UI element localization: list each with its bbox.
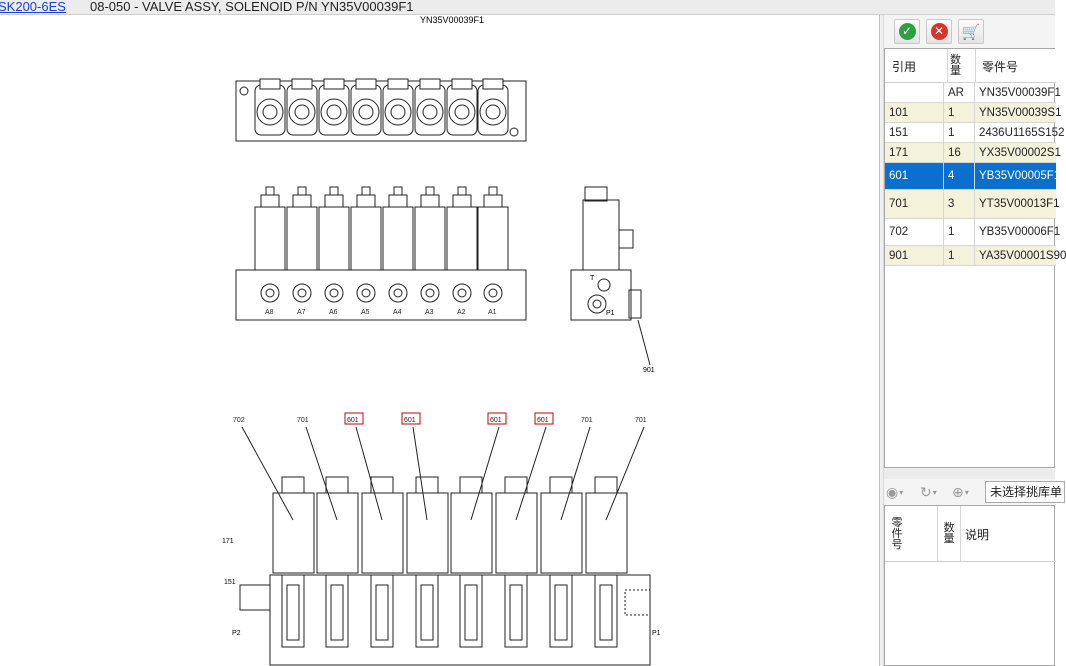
parts-toolbar: ✓ ✕ 🛒 — [884, 15, 1055, 48]
cell-part-no: YN35V00039F1 — [975, 83, 1061, 103]
cell-qty: 1 — [944, 246, 975, 266]
model-link[interactable]: SK200-6ES — [0, 0, 66, 14]
cell-ref: 151 — [885, 123, 944, 143]
close-icon: ✕ — [930, 23, 948, 40]
callout-601: 601 — [347, 417, 359, 424]
pick-list-table[interactable]: 零件号 数量 说明 — [884, 505, 1056, 666]
cell-ref: 701 — [885, 190, 944, 219]
section-view — [239, 426, 651, 666]
cell-qty: 1 — [944, 103, 975, 123]
cell-ref: 702 — [885, 219, 944, 246]
pick-list-header: 零件号 数量 说明 — [885, 506, 1056, 562]
confirm-button[interactable]: ✓ — [894, 19, 920, 44]
check-icon: ✓ — [898, 23, 916, 40]
callout-702: 702 — [233, 417, 245, 424]
callout-601: 601 — [537, 417, 549, 424]
cell-part-no: YB35V00005F1 — [975, 163, 1060, 190]
cell-ref: 171 — [885, 143, 944, 163]
divider — [947, 49, 948, 83]
callout-701: 701 — [581, 417, 593, 424]
page-title: 08-050 - VALVE ASSY, SOLENOID P/N YN35V0… — [90, 0, 414, 14]
callout-901: 901 — [643, 367, 655, 374]
cell-part-no: 2436U1165S152 — [975, 123, 1064, 143]
cell-qty: 16 — [944, 143, 975, 163]
cell-part-no: YT35V00013F1 — [975, 190, 1060, 219]
cell-part-no: YB35V00006F1 — [975, 219, 1060, 246]
add-icon[interactable]: ⊕▾ — [952, 483, 969, 500]
title-bar: SK200-6ES 08-050 - VALVE ASSY, SOLENOID … — [0, 0, 1055, 15]
callout-highlight — [487, 412, 507, 425]
cell-qty: 4 — [944, 163, 975, 190]
pane-splitter[interactable] — [879, 15, 884, 666]
callout-701: 701 — [635, 417, 647, 424]
port-label: A7 — [297, 309, 306, 316]
divider — [937, 506, 938, 562]
column-pick-part-no[interactable]: 零件号 — [891, 516, 903, 551]
cell-qty: 3 — [944, 190, 975, 219]
port-label: A5 — [361, 309, 370, 316]
cell-ref: 101 — [885, 103, 944, 123]
callout-highlight — [401, 412, 421, 425]
side-label-p1: P1 — [606, 310, 615, 317]
cell-ref: 601 — [885, 163, 944, 190]
port-label: A1 — [488, 309, 497, 316]
cell-qty: 1 — [944, 219, 975, 246]
column-part-no[interactable]: 零件号 — [982, 59, 1019, 74]
divider — [975, 49, 976, 83]
top-plate-view — [235, 78, 527, 142]
cell-ref: 901 — [885, 246, 944, 266]
cell-ref — [885, 83, 944, 103]
cart-icon: 🛒 — [961, 23, 981, 41]
section-label-p1: P1 — [652, 630, 661, 637]
port-label: A2 — [457, 309, 466, 316]
cell-qty: AR — [944, 83, 975, 103]
pick-toolbar: ◉▾ ↻▾ ⊕▾ 未选择挑库单 — [884, 479, 1065, 505]
divider — [960, 506, 961, 562]
cart-button[interactable]: 🛒 — [958, 19, 984, 44]
pick-list-select[interactable]: 未选择挑库单 — [985, 481, 1065, 503]
column-pick-qty[interactable]: 数量 — [943, 522, 955, 545]
cell-part-no: YN35V00039S1 — [975, 103, 1061, 123]
coins-icon[interactable]: ◉▾ — [886, 483, 904, 500]
parts-table-header: 引用 数量 零件号 — [885, 49, 1056, 83]
callout-701: 701 — [297, 417, 309, 424]
refresh-icon[interactable]: ↻▾ — [920, 483, 937, 500]
front-view: A8 A7 A6 A5 A4 A3 A2 A1 — [235, 186, 527, 321]
callout-601: 601 — [404, 417, 416, 424]
port-label: A8 — [265, 309, 274, 316]
port-label: A4 — [393, 309, 402, 316]
column-ref[interactable]: 引用 — [892, 59, 917, 74]
port-label: A6 — [329, 309, 338, 316]
callout-highlight — [344, 412, 364, 425]
callout-171: 171 — [222, 538, 234, 545]
column-pick-desc[interactable]: 说明 — [965, 527, 990, 542]
cell-qty: 1 — [944, 123, 975, 143]
callout-highlight — [534, 412, 554, 425]
cell-part-no: YX35V00002S1 — [975, 143, 1061, 163]
port-label: A3 — [425, 309, 434, 316]
diagram-part-number: YN35V00039F1 — [420, 15, 484, 25]
callout-151: 151 — [224, 579, 236, 586]
side-label-t: T — [590, 275, 595, 282]
cancel-button[interactable]: ✕ — [926, 19, 952, 44]
column-qty[interactable]: 数量 — [950, 54, 961, 77]
side-view — [570, 186, 651, 366]
cell-part-no: YA35V00001S90 — [975, 246, 1066, 266]
callout-601: 601 — [490, 417, 502, 424]
section-label-p2: P2 — [232, 630, 241, 637]
